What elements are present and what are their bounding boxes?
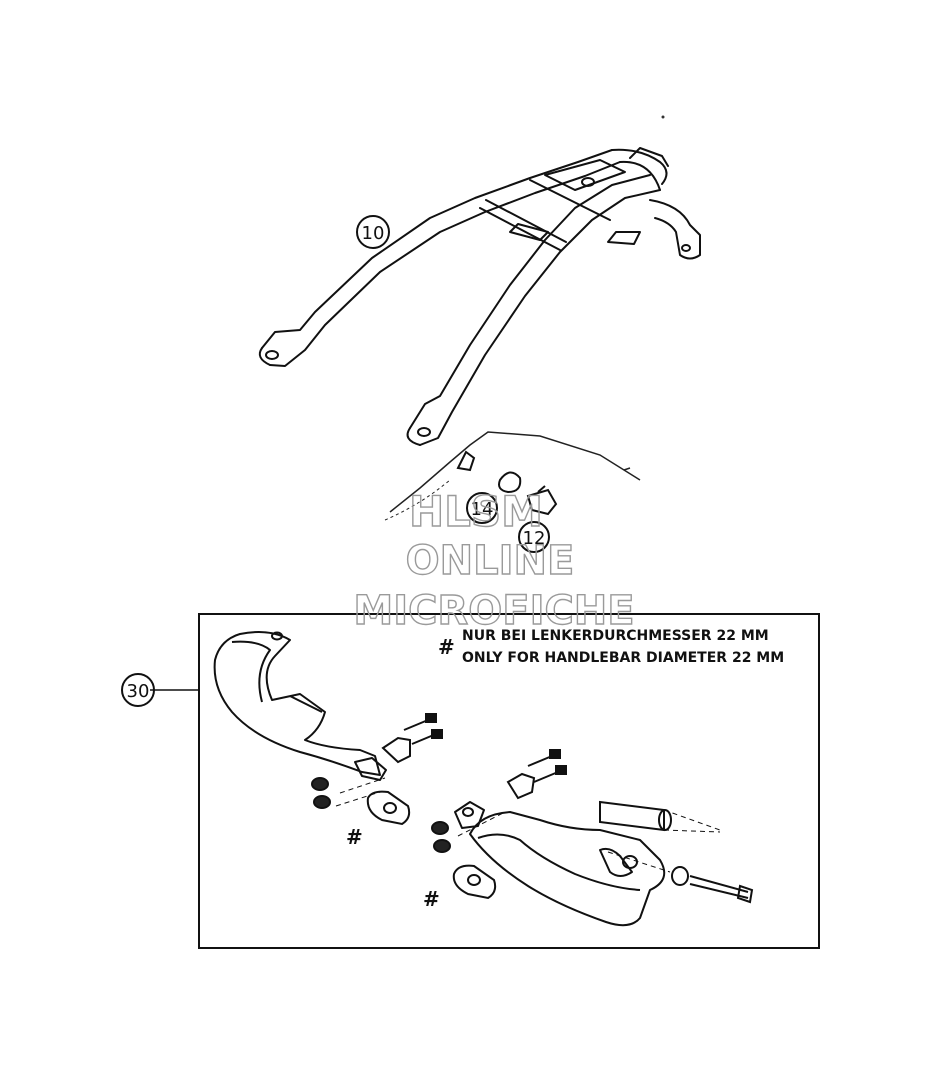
callout-14: 14	[466, 492, 498, 524]
left-clamp-hardware	[311, 713, 443, 826]
watermark-line-2: ONLINE	[406, 538, 575, 584]
callout-10-label: 10	[362, 223, 385, 244]
hash-mark-left: #	[346, 825, 363, 849]
rubber-grommet	[456, 450, 522, 494]
note-line-english: ONLY FOR HANDLEBAR DIAMETER 22 MM	[462, 650, 784, 666]
note-line-german: NUR BEI LENKERDURCHMESSER 22 MM	[462, 628, 769, 644]
note-marker: #	[438, 635, 455, 659]
watermark: HLSM ONLINE MICROFICHE	[353, 486, 636, 634]
callout-12: 12	[518, 521, 550, 553]
left-handguard	[213, 631, 387, 781]
callout-12-label: 12	[523, 528, 546, 549]
luggage-rack	[258, 147, 701, 446]
callout-14-label: 14	[471, 499, 494, 520]
callout-30-label: 30	[127, 681, 150, 702]
watermark-line-1: HLSM	[409, 487, 543, 536]
handguard-frame	[150, 613, 820, 949]
callout-10: 10	[356, 215, 390, 249]
right-handguard	[454, 801, 666, 927]
watermark-line-3: MICROFICHE	[353, 588, 634, 634]
stray-dot	[661, 115, 665, 119]
mounting-screw	[526, 485, 558, 516]
diameter-note: # NUR BEI LENKERDURCHMESSER 22 MM ONLY F…	[438, 628, 784, 666]
callout-30: 30	[121, 673, 155, 707]
hash-mark-right: #	[423, 887, 440, 911]
rear-fender-panel	[384, 431, 641, 521]
right-clamp-hardware	[431, 749, 754, 904]
